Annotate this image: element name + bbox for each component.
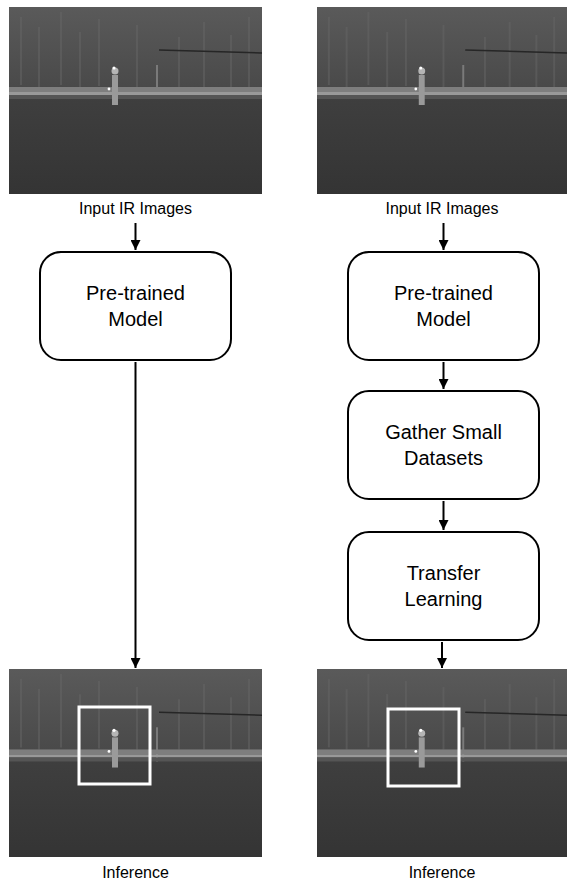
image-panel: Inference	[317, 669, 567, 885]
flow-arrow	[135, 362, 137, 668]
image-caption: Input IR Images	[9, 199, 262, 219]
image-panel: Input IR Images	[317, 7, 567, 222]
process-box: Transfer Learning	[347, 531, 540, 641]
image-panel: Input IR Images	[9, 7, 262, 222]
detection-box	[79, 707, 150, 784]
flow-arrow	[441, 642, 443, 668]
process-box: Pre-trained Model	[39, 251, 232, 361]
flow-arrow	[443, 362, 445, 389]
image-caption: Input IR Images	[317, 199, 567, 219]
ir-image	[9, 7, 262, 194]
image-caption: Inference	[317, 863, 567, 883]
ir-image	[317, 7, 567, 194]
flow-arrow	[443, 501, 445, 530]
box-label: Transfer Learning	[374, 560, 514, 612]
box-label: Gather Small Datasets	[374, 419, 514, 471]
flow-arrow	[443, 223, 445, 250]
box-label: Pre-trained Model	[66, 280, 206, 332]
box-label: Pre-trained Model	[374, 280, 514, 332]
flow-arrow	[135, 223, 137, 250]
image-caption: Inference	[9, 863, 262, 883]
image-panel: Inference	[9, 669, 262, 885]
ir-image	[317, 669, 567, 857]
process-box: Gather Small Datasets	[347, 390, 540, 500]
ir-image	[9, 669, 262, 857]
detection-box	[388, 709, 459, 786]
process-box: Pre-trained Model	[347, 251, 540, 361]
